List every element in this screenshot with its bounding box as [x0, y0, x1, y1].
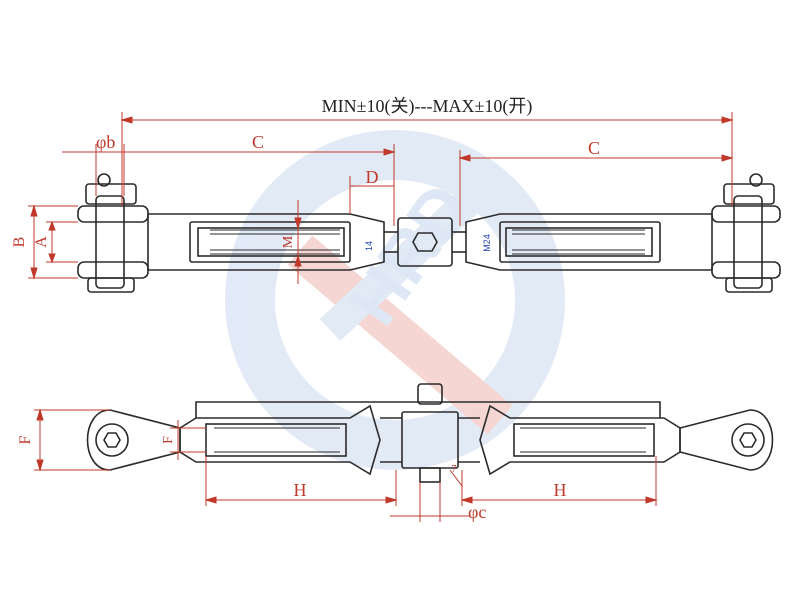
dim-f-inner: F: [161, 436, 176, 444]
dim-seven: 7: [452, 464, 457, 475]
dim-phi-b: φb: [96, 132, 115, 152]
dim-a: A: [33, 236, 50, 248]
dim-phi-c: φc: [468, 502, 486, 522]
bottom-view: [86, 383, 774, 483]
dim-h-right: H: [554, 480, 567, 500]
right-thread-marking: M24: [482, 234, 492, 252]
dim-m: M: [281, 235, 296, 248]
dim-c-right: C: [588, 138, 600, 158]
dimension-lines: [28, 112, 734, 522]
left-thread-marking: 14: [364, 241, 374, 251]
dim-c-left: C: [252, 132, 264, 152]
watermark: HRD: [225, 130, 565, 470]
dim-b: B: [11, 237, 28, 248]
top-view: [77, 173, 781, 293]
dim-d: D: [366, 167, 379, 187]
dim-h-left: H: [294, 480, 307, 500]
dim-f-left: F: [17, 435, 34, 444]
overall-dimension: MIN±10(关)---MAX±10(开): [322, 96, 533, 117]
